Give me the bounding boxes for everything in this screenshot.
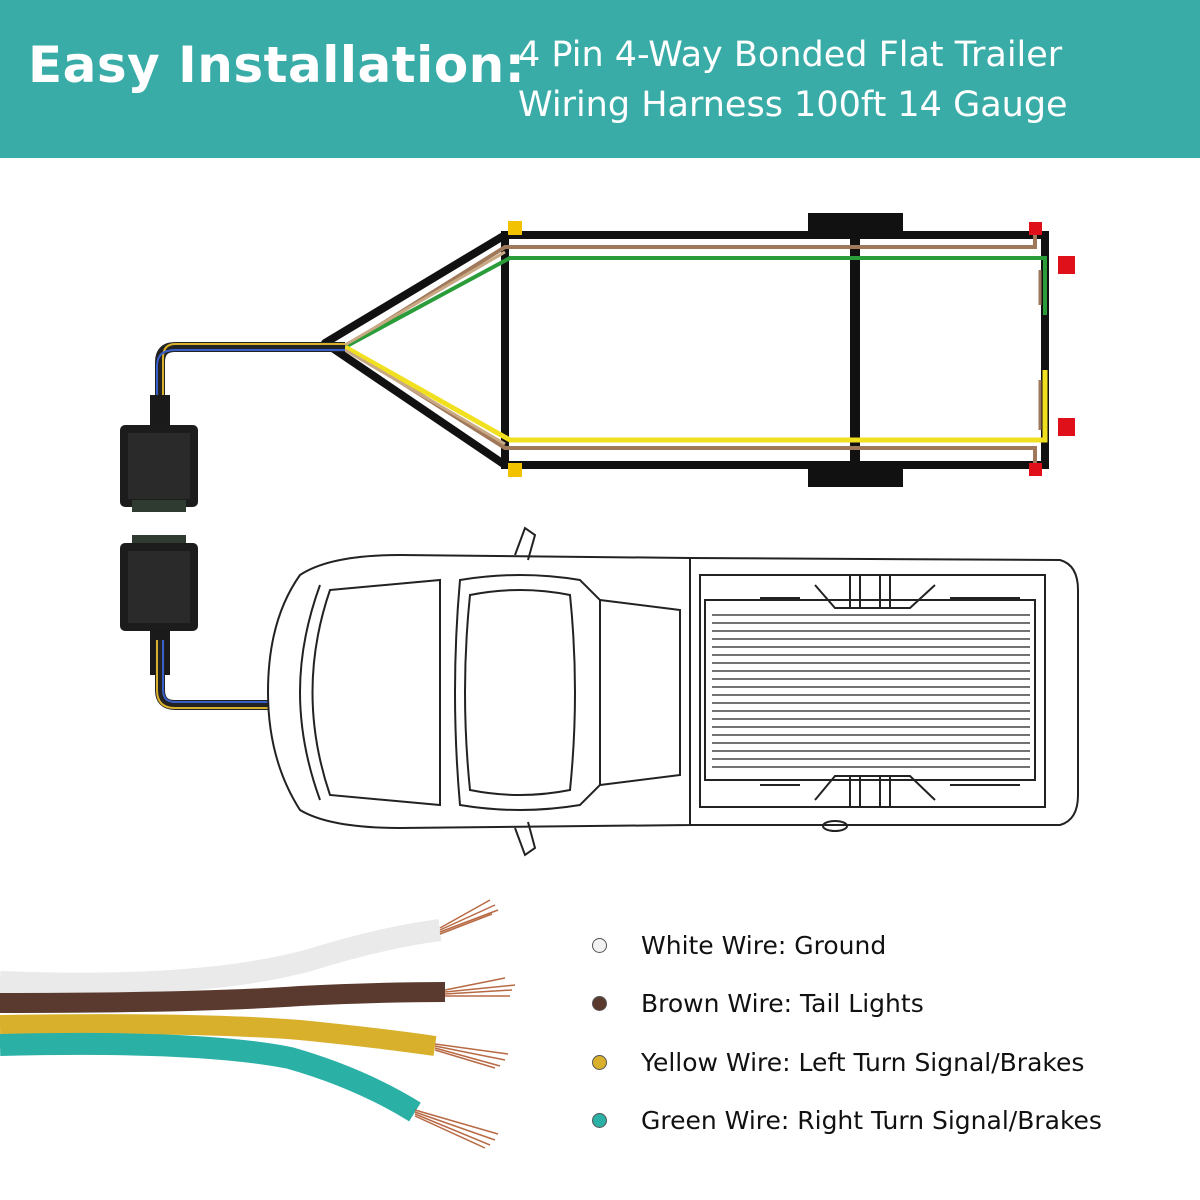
pickup-truck-diagram [266, 526, 1079, 857]
wire-white [0, 919, 442, 995]
legend-item-green: Green Wire: Right Turn Signal/Brakes [592, 1092, 1102, 1151]
marker-light-amber [508, 463, 522, 477]
white-dot-icon [592, 937, 607, 953]
wire-brown [0, 982, 446, 1013]
truck-bed-ribs [712, 614, 1030, 768]
marker-light-red [1029, 463, 1042, 476]
tail-light-red [1058, 418, 1075, 436]
header-banner: Easy Installation: 4 Pin 4-Way Bonded Fl… [0, 0, 1200, 158]
page-title: Easy Installation: [28, 36, 526, 94]
green-dot-icon [592, 1113, 607, 1129]
vehicle-harness-cable [155, 640, 268, 710]
subtitle-line-1: 4 Pin 4-Way Bonded Flat Trailer [518, 35, 1063, 75]
wire-yellow [0, 1014, 437, 1056]
legend-item-brown: Brown Wire: Tail Lights [592, 975, 1102, 1034]
product-subtitle: 4 Pin 4-Way Bonded Flat Trailer Wiring H… [518, 30, 1068, 130]
trailer-frame [501, 231, 1049, 469]
trailer-diagram [321, 213, 1075, 487]
copper-strands [414, 899, 516, 1149]
vehicle-side-connector [120, 535, 198, 675]
legend-item-yellow: Yellow Wire: Left Turn Signal/Brakes [592, 1033, 1102, 1092]
wire-green [0, 1032, 421, 1122]
marker-light-red [1029, 222, 1042, 235]
marker-light-amber [508, 221, 522, 235]
subtitle-line-2: Wiring Harness 100ft 14 Gauge [518, 85, 1068, 125]
trailer-side-connector [120, 395, 198, 512]
yellow-dot-icon [592, 1054, 607, 1070]
wire-color-legend: White Wire: Ground Brown Wire: Tail Ligh… [592, 916, 1102, 1150]
legend-item-white: White Wire: Ground [592, 916, 1102, 975]
brown-dot-icon [592, 996, 607, 1012]
flat-wire-photo [0, 899, 516, 1149]
tail-light-red [1058, 256, 1075, 274]
trailer-harness-cable [155, 342, 345, 430]
